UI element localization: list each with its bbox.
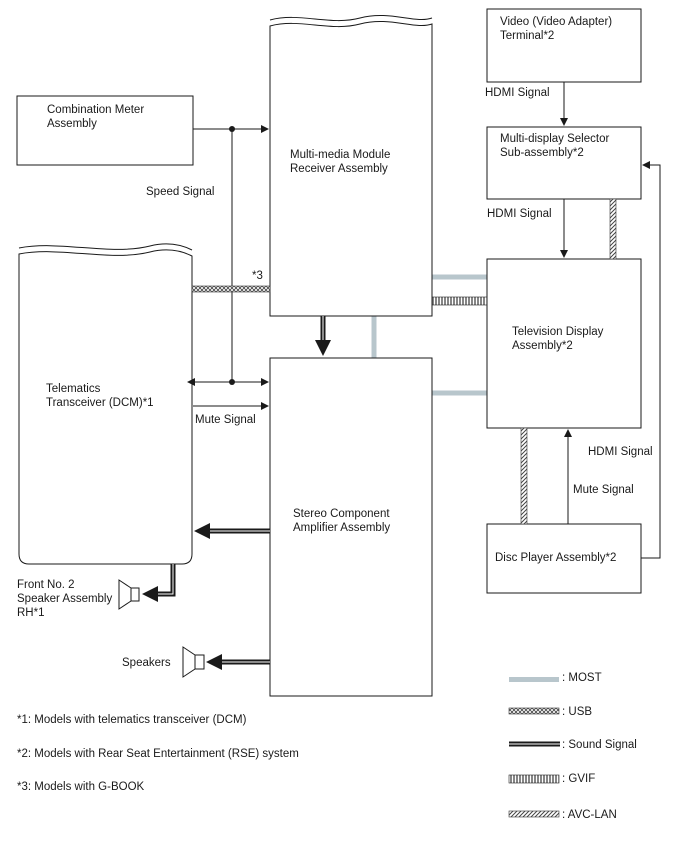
stereo-amp-box [269, 357, 433, 697]
video-terminal-box [486, 8, 642, 83]
note3-label: *3 [252, 270, 263, 282]
video-terminal-label: Video (Video Adapter) Terminal*2 [500, 16, 613, 42]
disc-player-label: Disc Player Assembly*2 [495, 552, 617, 564]
sound-signal-speakers [206, 654, 270, 670]
multi-display-selector-box [486, 126, 642, 200]
most-lines [371, 274, 487, 396]
legend-avclan-label: : AVC-LAN [562, 809, 617, 821]
footnote-2: *2: Models with Rear Seat Entertainment … [17, 748, 299, 760]
multimedia-module-box [269, 20, 433, 317]
legend-usb-label: : USB [562, 706, 593, 718]
front-speaker-icon [118, 579, 140, 610]
legend-gvif-label: : GVIF [562, 773, 596, 785]
telematics-label: Telematics Transceiver (DCM)*1 [46, 383, 154, 409]
multi-display-selector-label: Multi-display Selector Sub-assembly*2 [500, 133, 610, 159]
legend-most-label: : MOST [562, 672, 602, 684]
avclan-line-top [609, 198, 617, 260]
front-speaker-label: Front No. 2 Speaker Assembly RH*1 [17, 579, 113, 619]
legend-sound-label: : Sound Signal [562, 739, 637, 751]
hdmi-signal-right-label: HDMI Signal [588, 446, 653, 458]
legend-usb-sample [508, 707, 560, 715]
sound-signal-front-speaker [142, 564, 176, 602]
speakers-icon [182, 646, 205, 678]
legend-most-sample [509, 677, 559, 682]
tv-display-box [486, 258, 642, 429]
stereo-amp-label: Stereo Component Amplifier Assembly [293, 508, 391, 534]
speed-signal-label: Speed Signal [146, 186, 215, 198]
sound-signal-module-amp [315, 316, 331, 356]
usb-line [191, 285, 271, 293]
combination-meter-box [16, 95, 194, 166]
mute-signal-left-label: Mute Signal [195, 414, 256, 426]
mute-signal-right-label: Mute Signal [573, 484, 634, 496]
speakers-label: Speakers [122, 657, 171, 669]
telematics-box [18, 249, 193, 565]
avclan-line-bottom [520, 427, 528, 525]
tv-display-label: Television Display Assembly*2 [512, 326, 604, 352]
combination-meter-label: Combination Meter Assembly [47, 104, 145, 130]
footnote-3: *3: Models with G-BOOK [17, 781, 145, 793]
multimedia-module-label: Multi-media Module Receiver Assembly [290, 149, 391, 175]
sound-signal-amp-telematics [194, 523, 270, 539]
gvif-line [431, 296, 488, 306]
disc-player-box [486, 523, 642, 594]
footnote-1: *1: Models with telematics transceiver (… [17, 714, 247, 726]
legend-avclan-sample [508, 810, 560, 818]
hdmi-signal-mid-label: HDMI Signal [487, 208, 552, 220]
hdmi-right-line [641, 161, 661, 559]
hdmi-signal-top-label: HDMI Signal [485, 87, 550, 99]
legend-gvif-sample [508, 774, 560, 784]
